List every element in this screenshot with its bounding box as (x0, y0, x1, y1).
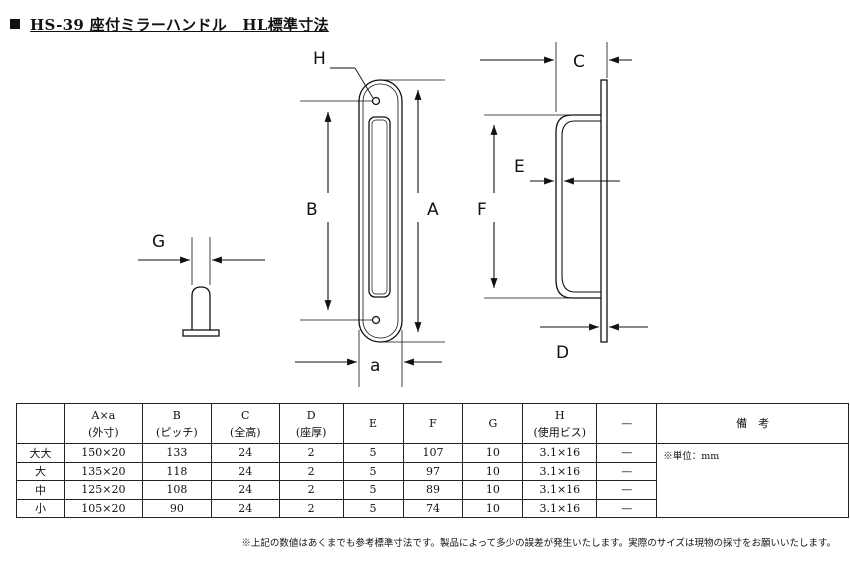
header-e: E (342, 403, 404, 444)
cell-d: 2 (278, 461, 344, 481)
cell-g: 10 (462, 443, 524, 463)
row-size: 大大 (16, 443, 65, 463)
handle-side-view (555, 79, 608, 343)
cell-h: 3.1×16 (522, 461, 598, 481)
spec-table: A×a(外寸) B(ピッチ) C(全高) D(座厚) E F G H(使用ビス)… (16, 403, 849, 518)
header-h: H(使用ビス) (522, 403, 598, 444)
dim-A (380, 79, 445, 343)
cell-axa: 135×20 (63, 461, 143, 481)
header-c: C(全高) (210, 403, 280, 444)
cell-dash: — (596, 443, 658, 463)
cell-d: 2 (278, 498, 344, 518)
label-D: D (556, 343, 569, 363)
row-size: 中 (16, 480, 65, 500)
header-size (16, 403, 65, 444)
cell-axa: 125×20 (63, 480, 143, 500)
header-dash: — (596, 403, 658, 444)
cell-c: 24 (210, 443, 280, 463)
label-a: a (370, 356, 380, 376)
cell-b: 118 (141, 461, 212, 481)
cell-f: 74 (402, 498, 464, 518)
cell-b: 133 (141, 443, 212, 463)
cell-e: 5 (342, 498, 404, 518)
title-text: HS-39 座付ミラーハンドル HL標準寸法 (30, 16, 329, 34)
cell-f: 107 (402, 443, 464, 463)
cell-e: 5 (342, 443, 404, 463)
cell-b: 108 (141, 480, 212, 500)
dim-C (480, 42, 632, 112)
cell-h: 3.1×16 (522, 480, 598, 500)
row-size: 小 (16, 498, 65, 518)
cell-d: 2 (278, 443, 344, 463)
header-g: G (462, 403, 524, 444)
footnote: ※上記の数値はあくまでも参考標準寸法です。製品によって多少の誤差が発生いたします… (241, 538, 836, 549)
dim-a (295, 330, 442, 387)
page-title: HS-39 座付ミラーハンドル HL標準寸法 (10, 14, 329, 35)
row-size: 大 (16, 461, 65, 481)
cell-e: 5 (342, 480, 404, 500)
cell-e: 5 (342, 461, 404, 481)
cell-c: 24 (210, 498, 280, 518)
handle-front-view (358, 79, 403, 343)
header-axa: A×a(外寸) (63, 403, 143, 444)
header-b: B(ピッチ) (141, 403, 212, 444)
label-E: E (514, 157, 525, 177)
remarks-cell: ※単位：mm (656, 443, 849, 518)
cell-dash: — (596, 480, 658, 500)
cell-c: 24 (210, 480, 280, 500)
cell-d: 2 (278, 480, 344, 500)
dim-B (300, 100, 372, 321)
dim-F (484, 114, 570, 299)
cell-b: 90 (141, 498, 212, 518)
cell-axa: 150×20 (63, 443, 143, 463)
cell-h: 3.1×16 (522, 443, 598, 463)
cell-dash: — (596, 498, 658, 518)
cell-g: 10 (462, 480, 524, 500)
label-F: F (477, 200, 487, 220)
technical-drawing: H B A a G C E F D (138, 42, 648, 387)
cell-axa: 105×20 (63, 498, 143, 518)
label-G: G (152, 232, 165, 252)
label-A: A (427, 200, 439, 220)
dim-H (330, 67, 374, 99)
header-d: D(座厚) (278, 403, 344, 444)
cell-g: 10 (462, 498, 524, 518)
handle-post-view (182, 237, 220, 337)
label-B: B (306, 200, 318, 220)
header-remarks: 備 考 (656, 403, 849, 444)
label-C: C (573, 52, 585, 72)
cell-g: 10 (462, 461, 524, 481)
title-square-icon (10, 19, 20, 29)
table-row: 大大 150×20 133 24 2 5 107 10 3.1×16 — ※単位… (16, 443, 849, 518)
label-H: H (313, 49, 326, 69)
cell-dash: — (596, 461, 658, 481)
cell-f: 89 (402, 480, 464, 500)
table-row: 小 105×20 90 24 2 5 74 10 3.1×16 — (16, 498, 849, 518)
cell-h: 3.1×16 (522, 498, 598, 518)
table-header-row: A×a(外寸) B(ピッチ) C(全高) D(座厚) E F G H(使用ビス)… (16, 403, 849, 444)
cell-c: 24 (210, 461, 280, 481)
header-f: F (402, 403, 464, 444)
cell-f: 97 (402, 461, 464, 481)
